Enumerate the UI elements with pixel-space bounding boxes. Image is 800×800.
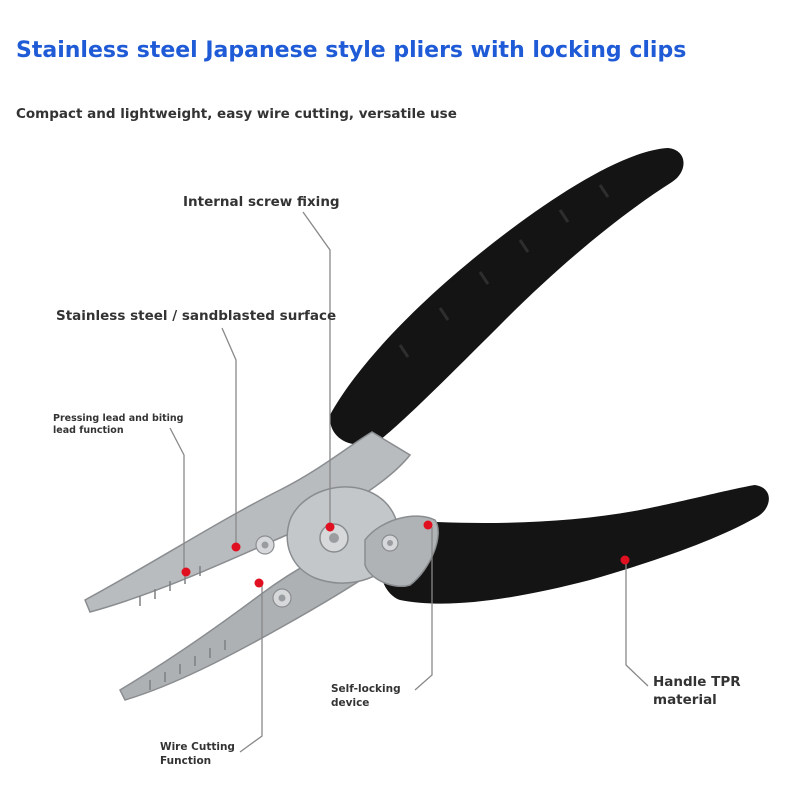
page-title: Stainless steel Japanese style pliers wi… [16, 38, 687, 63]
callout-pressing-lead: Pressing lead and biting lead function [53, 413, 183, 437]
callout-self-locking-line1: Self-locking [331, 683, 401, 695]
page-subtitle: Compact and lightweight, easy wire cutti… [16, 106, 457, 122]
upper-jaw [84, 431, 412, 613]
leader-self-locking [414, 527, 433, 691]
leader-handle-tpr [625, 560, 649, 687]
callout-pressing-lead-line2: lead function [53, 425, 124, 436]
callout-wire-cutting-line2: Function [160, 755, 212, 767]
marker-self-locking [423, 520, 433, 530]
leader-internal-screw [302, 211, 331, 527]
leader-pressing-lead [169, 427, 185, 570]
callout-pressing-lead-line1: Pressing lead and biting [53, 413, 184, 424]
marker-stainless-surface [231, 542, 241, 552]
leader-stainless-surface [221, 327, 237, 545]
lock-lever [364, 515, 439, 587]
leader-wire-cutting [239, 585, 263, 753]
upper-handle [329, 148, 684, 445]
callout-self-locking: Self-locking device [331, 682, 401, 710]
marker-internal-screw [325, 522, 335, 532]
callout-handle-tpr-line2: material [653, 692, 717, 708]
callout-stainless-surface: Stainless steel / sandblasted surface [56, 308, 337, 324]
marker-wire-cutting [254, 578, 264, 588]
marker-pressing-lead [181, 567, 191, 577]
callout-self-locking-line2: device [331, 697, 370, 709]
callout-wire-cutting-line1: Wire Cutting [160, 741, 235, 753]
callout-internal-screw: Internal screw fixing [183, 194, 340, 210]
marker-handle-tpr [620, 555, 630, 565]
callout-wire-cutting: Wire Cutting Function [160, 740, 235, 768]
lower-handle [379, 485, 769, 604]
callout-handle-tpr-line1: Handle TPR [653, 674, 741, 690]
callout-handle-tpr: Handle TPR material [653, 673, 741, 709]
